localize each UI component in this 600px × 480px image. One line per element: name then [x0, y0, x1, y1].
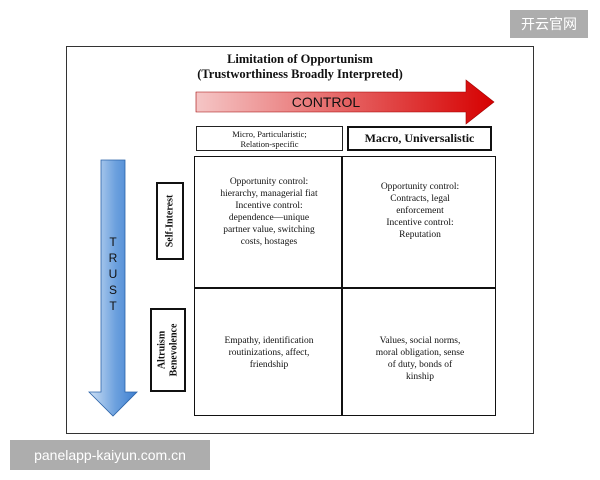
- watermark-bottom-left: panelapp-kaiyun.com.cn: [10, 440, 210, 470]
- diagram-title: Limitation of Opportunism: [227, 52, 373, 66]
- cell-line: Incentive control:: [235, 201, 303, 211]
- cell-line: dependence—unique: [228, 213, 310, 223]
- cell-line: Empathy, identification: [224, 336, 314, 346]
- column-header-micro-line: Micro, Particularistic;: [232, 128, 307, 139]
- trust-label: T R U S T: [105, 234, 121, 314]
- control-arrow: [195, 79, 495, 125]
- row-header-altruism-line: Benevolence: [168, 323, 180, 377]
- cell-line: Contracts, legal: [390, 194, 450, 204]
- control-label: CONTROL: [291, 94, 361, 110]
- trust-letter: T: [109, 299, 117, 313]
- column-header-micro: Micro, Particularistic; Relation-specifi…: [196, 126, 343, 151]
- trust-letter: R: [108, 251, 118, 265]
- watermark-top-right: 开云官网: [510, 10, 588, 38]
- cell-altruism-micro: Empathy, identification routinizations, …: [198, 335, 340, 371]
- diagram-subtitle: (Trustworthiness Broadly Interpreted): [197, 67, 403, 81]
- row-header-self-interest-text: Self-Interest: [164, 194, 176, 248]
- cell-line: Reputation: [399, 230, 441, 240]
- grid-divider-horizontal: [195, 287, 495, 289]
- cell-line: Incentive control:: [386, 218, 454, 228]
- cell-line: Opportunity control:: [380, 182, 460, 192]
- matrix-grid: [194, 156, 496, 416]
- trust-letter: U: [108, 267, 118, 281]
- cell-line: partner value, switching: [223, 225, 315, 235]
- row-header-altruism-text: Altruism Benevolence: [156, 324, 180, 377]
- row-header-altruism-line: Altruism: [156, 330, 168, 370]
- row-header-self-interest: Self-Interest: [156, 182, 184, 260]
- column-header-micro-line: Relation-specific: [240, 138, 299, 149]
- row-header-altruism: Altruism Benevolence: [150, 308, 186, 392]
- cell-line: costs, hostages: [240, 237, 298, 247]
- column-header-macro: Macro, Universalistic: [347, 126, 492, 151]
- grid-divider-vertical: [341, 157, 343, 415]
- cell-line: hierarchy, managerial fiat: [220, 189, 318, 199]
- cell-line: Values, social norms,: [379, 336, 461, 346]
- cell-line: enforcement: [396, 206, 444, 216]
- cell-line: moral obligation, sense: [375, 348, 465, 358]
- trust-arrow: [88, 159, 138, 417]
- cell-line: Opportunity control:: [229, 177, 309, 187]
- cell-self-interest-macro: Opportunity control: Contracts, legal en…: [346, 181, 494, 241]
- trust-letter: T: [109, 235, 117, 249]
- cell-line: routinizations, affect,: [228, 348, 310, 358]
- cell-line: friendship: [249, 360, 289, 370]
- cell-line: of duty, bonds of: [387, 360, 453, 370]
- cell-altruism-macro: Values, social norms, moral obligation, …: [346, 335, 494, 383]
- cell-line: kinship: [406, 372, 434, 382]
- trust-letter: S: [108, 283, 117, 297]
- cell-self-interest-micro: Opportunity control: hierarchy, manageri…: [198, 176, 340, 248]
